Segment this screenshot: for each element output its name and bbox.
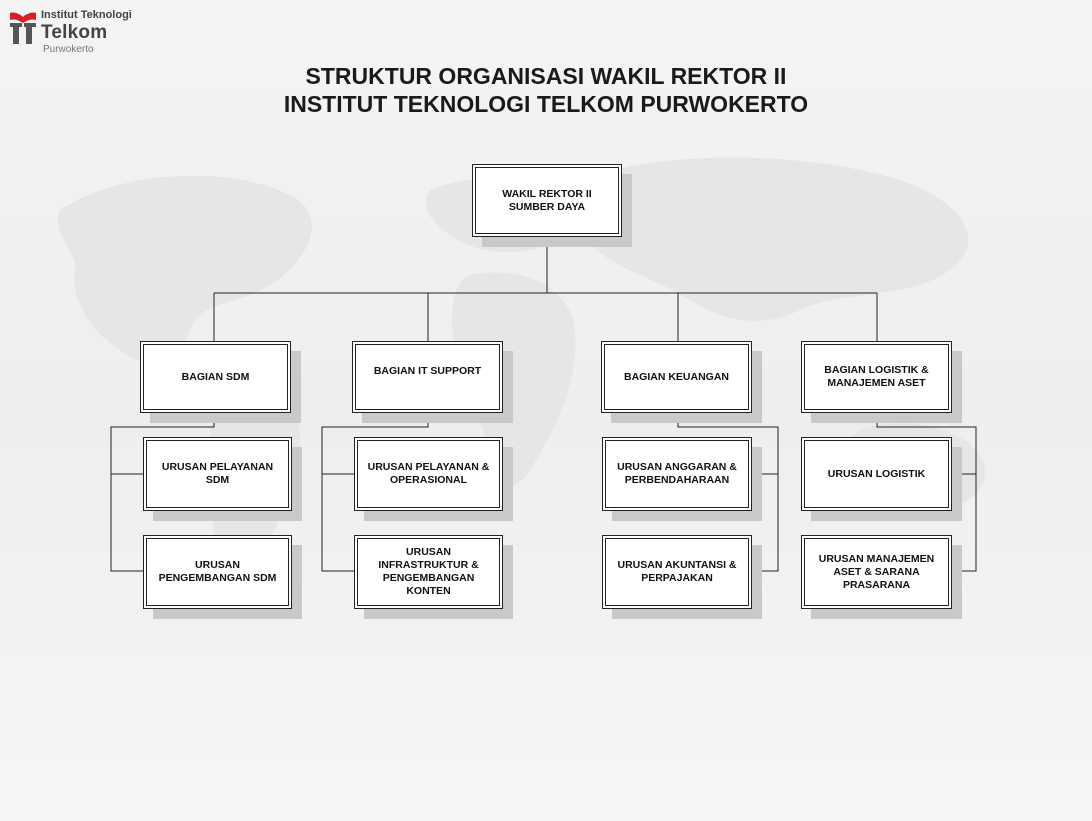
org-box-dept-sdm-label: BAGIAN SDM bbox=[181, 370, 250, 383]
org-box-unit-pelayanan-sdm: URUSAN PELAYANAN SDM bbox=[143, 437, 292, 511]
logo-text-purwokerto: Purwokerto bbox=[43, 44, 94, 55]
org-box-unit-pelayanan-sdm-label: URUSAN PELAYANAN SDM bbox=[161, 461, 274, 486]
page-title: STRUKTUR ORGANISASI WAKIL REKTOR II INST… bbox=[0, 62, 1092, 118]
org-box-unit-logistik: URUSAN LOGISTIK bbox=[801, 437, 952, 511]
org-box-root: WAKIL REKTOR II SUMBER DAYA bbox=[472, 164, 622, 237]
org-box-dept-keuangan: BAGIAN KEUANGAN bbox=[601, 341, 752, 413]
org-box-unit-logistik-label: URUSAN LOGISTIK bbox=[827, 467, 926, 480]
org-box-unit-pelayanan-operasional: URUSAN PELAYANAN & OPERASIONAL bbox=[354, 437, 503, 511]
org-box-unit-anggaran-label: URUSAN ANGGARAN & PERBENDAHARAAN bbox=[617, 461, 737, 486]
connector-keuangan-branch bbox=[677, 412, 779, 572]
org-box-dept-sdm: BAGIAN SDM bbox=[140, 341, 291, 413]
org-box-dept-logistik-label: BAGIAN LOGISTIK & MANAJEMEN ASET bbox=[824, 364, 929, 389]
org-box-unit-pengembangan-sdm-label: URUSAN PENGEMBANGAN SDM bbox=[158, 559, 277, 584]
org-box-unit-anggaran: URUSAN ANGGARAN & PERBENDAHARAAN bbox=[602, 437, 752, 511]
telkom-logo-icon bbox=[10, 12, 36, 44]
org-box-dept-keuangan-label: BAGIAN KEUANGAN bbox=[624, 370, 729, 383]
org-box-root-label: WAKIL REKTOR II SUMBER DAYA bbox=[502, 187, 592, 213]
org-box-unit-manajemen-aset-label: URUSAN MANAJEMEN ASET & SARANA PRASARANA bbox=[818, 552, 935, 591]
org-box-unit-pelayanan-operasional-label: URUSAN PELAYANAN & OPERASIONAL bbox=[367, 461, 490, 486]
org-box-unit-akuntansi: URUSAN AKUNTANSI & PERPAJAKAN bbox=[602, 535, 752, 609]
org-box-dept-it-support: BAGIAN IT SUPPORT bbox=[352, 341, 503, 413]
connector-it-branch bbox=[321, 412, 429, 572]
org-box-unit-manajemen-aset: URUSAN MANAJEMEN ASET & SARANA PRASARANA bbox=[801, 535, 952, 609]
page-title-line-1: STRUKTUR ORGANISASI WAKIL REKTOR II bbox=[305, 63, 787, 89]
org-box-dept-logistik: BAGIAN LOGISTIK & MANAJEMEN ASET bbox=[801, 341, 952, 413]
org-box-unit-infrastruktur-label: URUSAN INFRASTRUKTUR & PENGEMBANGAN KONT… bbox=[378, 546, 479, 597]
logo-text-telkom: Telkom bbox=[41, 22, 108, 43]
org-box-unit-infrastruktur: URUSAN INFRASTRUKTUR & PENGEMBANGAN KONT… bbox=[354, 535, 503, 609]
logo-text-institut: Institut Teknologi bbox=[41, 9, 132, 21]
page-title-line-2: INSTITUT TEKNOLOGI TELKOM PURWOKERTO bbox=[283, 91, 809, 117]
connector-sdm-branch bbox=[110, 412, 215, 572]
org-box-unit-pengembangan-sdm: URUSAN PENGEMBANGAN SDM bbox=[143, 535, 292, 609]
org-box-dept-it-support-label: BAGIAN IT SUPPORT bbox=[373, 365, 482, 377]
institution-logo: Institut Teknologi Telkom Purwokerto bbox=[10, 8, 180, 62]
connector-logistik-branch bbox=[876, 412, 977, 572]
org-box-unit-akuntansi-label: URUSAN AKUNTANSI & PERPAJAKAN bbox=[617, 559, 737, 584]
